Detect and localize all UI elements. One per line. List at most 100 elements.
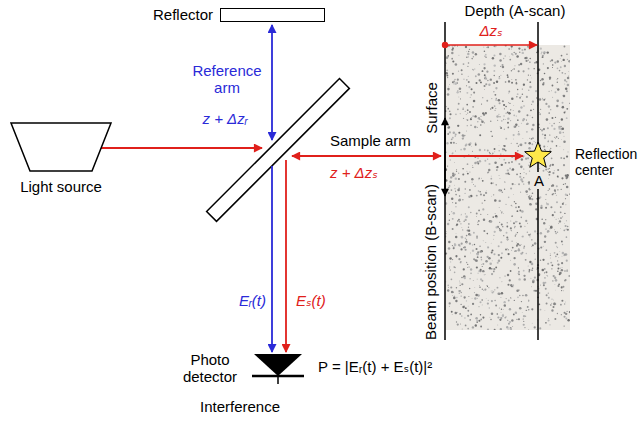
texture-dot (509, 308, 511, 310)
texture-dot (561, 241, 563, 243)
texture-dot (447, 133, 449, 135)
texture-dot (504, 275, 505, 276)
texture-dot (541, 53, 542, 54)
texture-dot (509, 321, 511, 323)
texture-dot (467, 328, 469, 330)
texture-dot (539, 292, 540, 293)
texture-dot (510, 188, 512, 190)
texture-dot (524, 327, 525, 328)
texture-dot (544, 277, 546, 279)
texture-dot (567, 77, 569, 79)
light-source-outline (11, 123, 111, 171)
texture-dot (554, 318, 556, 320)
texture-dot (448, 85, 450, 87)
texture-dot (534, 252, 536, 254)
texture-dot (556, 246, 557, 247)
texture-dot (490, 178, 492, 180)
texture-dot (511, 230, 513, 232)
texture-dot (519, 245, 521, 247)
texture-dot (497, 120, 498, 121)
texture-dot (523, 177, 524, 178)
texture-dot (456, 169, 457, 170)
texture-dot (462, 306, 464, 308)
texture-dot (448, 247, 451, 250)
texture-dot (498, 260, 501, 263)
photo-detector: Photo detector (250, 352, 306, 384)
texture-dot (501, 281, 503, 283)
texture-dot (549, 91, 550, 92)
texture-dot (451, 49, 453, 51)
texture-dot (466, 262, 467, 263)
texture-dot (520, 217, 522, 219)
texture-dot (568, 76, 569, 77)
texture-dot (500, 210, 502, 212)
texture-dot (485, 112, 487, 114)
texture-dot (512, 215, 513, 216)
texture-dot (566, 194, 568, 196)
texture-dot (508, 162, 510, 164)
texture-dot (451, 52, 453, 54)
texture-dot (545, 207, 547, 209)
texture-dot (447, 285, 449, 287)
texture-dot (519, 223, 521, 225)
texture-dot (543, 128, 545, 130)
texture-dot (490, 220, 492, 222)
texture-dot (500, 154, 501, 155)
texture-dot (557, 231, 559, 233)
texture-dot (457, 323, 459, 325)
texture-dot (566, 117, 568, 119)
texture-dot (468, 81, 470, 83)
texture-dot (515, 312, 517, 314)
texture-dot (451, 313, 453, 315)
texture-dot (491, 312, 494, 315)
texture-dot (488, 257, 491, 260)
texture-dot (490, 182, 492, 184)
texture-dot (498, 254, 500, 256)
texture-dot (543, 222, 545, 224)
texture-dot (454, 79, 456, 81)
texture-dot (567, 319, 569, 321)
texture-dot (499, 277, 500, 278)
texture-dot (448, 192, 449, 193)
texture-dot (494, 64, 496, 66)
texture-dot (471, 117, 473, 119)
texture-dot (539, 113, 541, 115)
texture-dot (556, 219, 557, 220)
texture-dot (519, 295, 520, 296)
diode-lead (277, 376, 279, 384)
texture-dot (472, 167, 473, 168)
texture-dot (561, 290, 562, 291)
texture-dot (461, 74, 462, 75)
texture-dot (496, 217, 498, 219)
texture-dot (492, 290, 494, 292)
texture-dot (560, 211, 562, 213)
texture-dot (513, 110, 514, 111)
texture-dot (464, 193, 465, 194)
texture-dot (473, 92, 475, 94)
texture-dot (471, 297, 473, 299)
texture-dot (466, 130, 468, 132)
texture-dot (467, 66, 468, 67)
texture-dot (528, 74, 529, 75)
texture-dot (529, 195, 531, 197)
texture-dot (554, 136, 556, 138)
texture-dot (469, 319, 471, 321)
texture-dot (523, 168, 524, 169)
texture-dot (491, 98, 492, 99)
texture-dot (525, 316, 526, 317)
texture-dot (486, 47, 487, 48)
texture-dot (535, 290, 537, 292)
texture-dot (446, 69, 448, 71)
texture-dot (566, 236, 568, 238)
texture-dot (484, 56, 485, 57)
offset-label: Δzₛ (466, 22, 516, 39)
texture-dot (560, 139, 562, 141)
texture-dot (485, 56, 487, 58)
texture-dot (449, 180, 452, 183)
texture-dot (466, 239, 467, 240)
texture-dot (557, 176, 559, 178)
texture-dot (448, 305, 450, 307)
texture-dot (523, 318, 524, 319)
texture-dot (482, 317, 484, 319)
texture-dot (544, 235, 546, 237)
